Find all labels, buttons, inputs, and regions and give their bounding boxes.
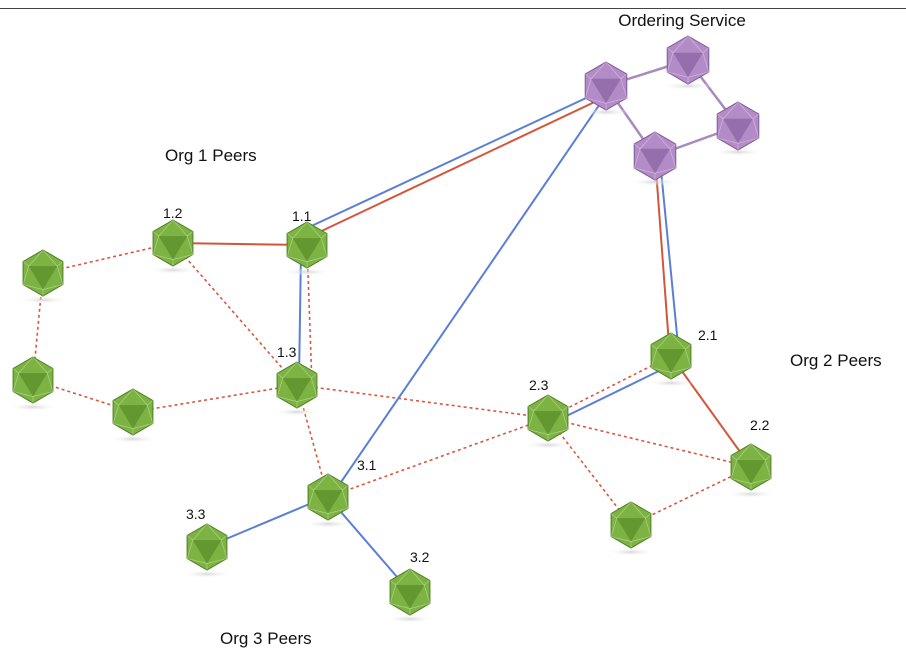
peer-node bbox=[112, 388, 154, 436]
gossip-link bbox=[547, 417, 632, 526]
node-label-3-1: 3.1 bbox=[357, 457, 377, 473]
red-link bbox=[670, 355, 752, 468]
peer-node bbox=[610, 501, 652, 549]
node-label-1-3: 1.3 bbox=[277, 344, 297, 360]
node-label-2-3: 2.3 bbox=[529, 377, 549, 393]
gossip-link bbox=[306, 244, 313, 386]
anchor-links-blue bbox=[206, 91, 679, 593]
peer-node-2-3 bbox=[527, 394, 569, 442]
blue-link bbox=[325, 97, 605, 505]
red-link bbox=[172, 242, 308, 246]
peer-node bbox=[12, 356, 54, 404]
peer-nodes bbox=[12, 219, 772, 616]
orderer-node bbox=[716, 101, 760, 151]
peer-node-1-2 bbox=[152, 219, 194, 267]
org1-peers-label: Org 1 Peers bbox=[165, 146, 257, 165]
top-border bbox=[0, 0, 906, 9]
node-label-3-3: 3.3 bbox=[186, 506, 206, 522]
orderer-node bbox=[633, 131, 677, 181]
node-label-2-2: 2.2 bbox=[750, 417, 770, 433]
peer-node bbox=[22, 249, 64, 297]
gossip-link bbox=[547, 355, 672, 419]
peer-node-3-3 bbox=[186, 523, 228, 571]
node-label-1-1: 1.1 bbox=[292, 208, 312, 224]
peer-node-3-2 bbox=[389, 568, 431, 616]
orderer-nodes bbox=[584, 35, 760, 181]
red-link bbox=[654, 155, 670, 346]
gossip-link bbox=[172, 242, 298, 386]
ordering-service-label: Ordering Service bbox=[618, 11, 746, 30]
blue-link bbox=[304, 91, 600, 230]
orderer-node bbox=[666, 35, 710, 85]
gossip-link bbox=[327, 417, 549, 498]
org3-peers-label: Org 3 Peers bbox=[220, 629, 312, 648]
gossip-link bbox=[42, 242, 174, 274]
peer-node-1-1 bbox=[286, 221, 328, 269]
org2-peers-label: Org 2 Peers bbox=[790, 351, 882, 370]
gossip-link bbox=[132, 384, 298, 413]
gossip-link bbox=[630, 466, 752, 526]
node-shadows bbox=[9, 82, 775, 623]
gossip-links bbox=[32, 242, 752, 526]
red-link bbox=[310, 97, 604, 237]
orderer-node bbox=[584, 61, 628, 111]
peer-node-3-1 bbox=[307, 473, 349, 521]
peer-node-2-1 bbox=[650, 332, 692, 380]
anchor-links-red bbox=[172, 97, 752, 468]
blue-link bbox=[659, 159, 679, 346]
blue-link bbox=[327, 496, 411, 593]
node-label-1-2: 1.2 bbox=[163, 205, 183, 221]
gossip-link bbox=[296, 384, 549, 419]
peer-node-1-3 bbox=[276, 361, 318, 409]
gossip-link bbox=[547, 417, 752, 468]
node-label-3-2: 3.2 bbox=[410, 549, 430, 565]
node-label-2-1: 2.1 bbox=[698, 327, 718, 343]
peer-node-2-2 bbox=[730, 443, 772, 491]
